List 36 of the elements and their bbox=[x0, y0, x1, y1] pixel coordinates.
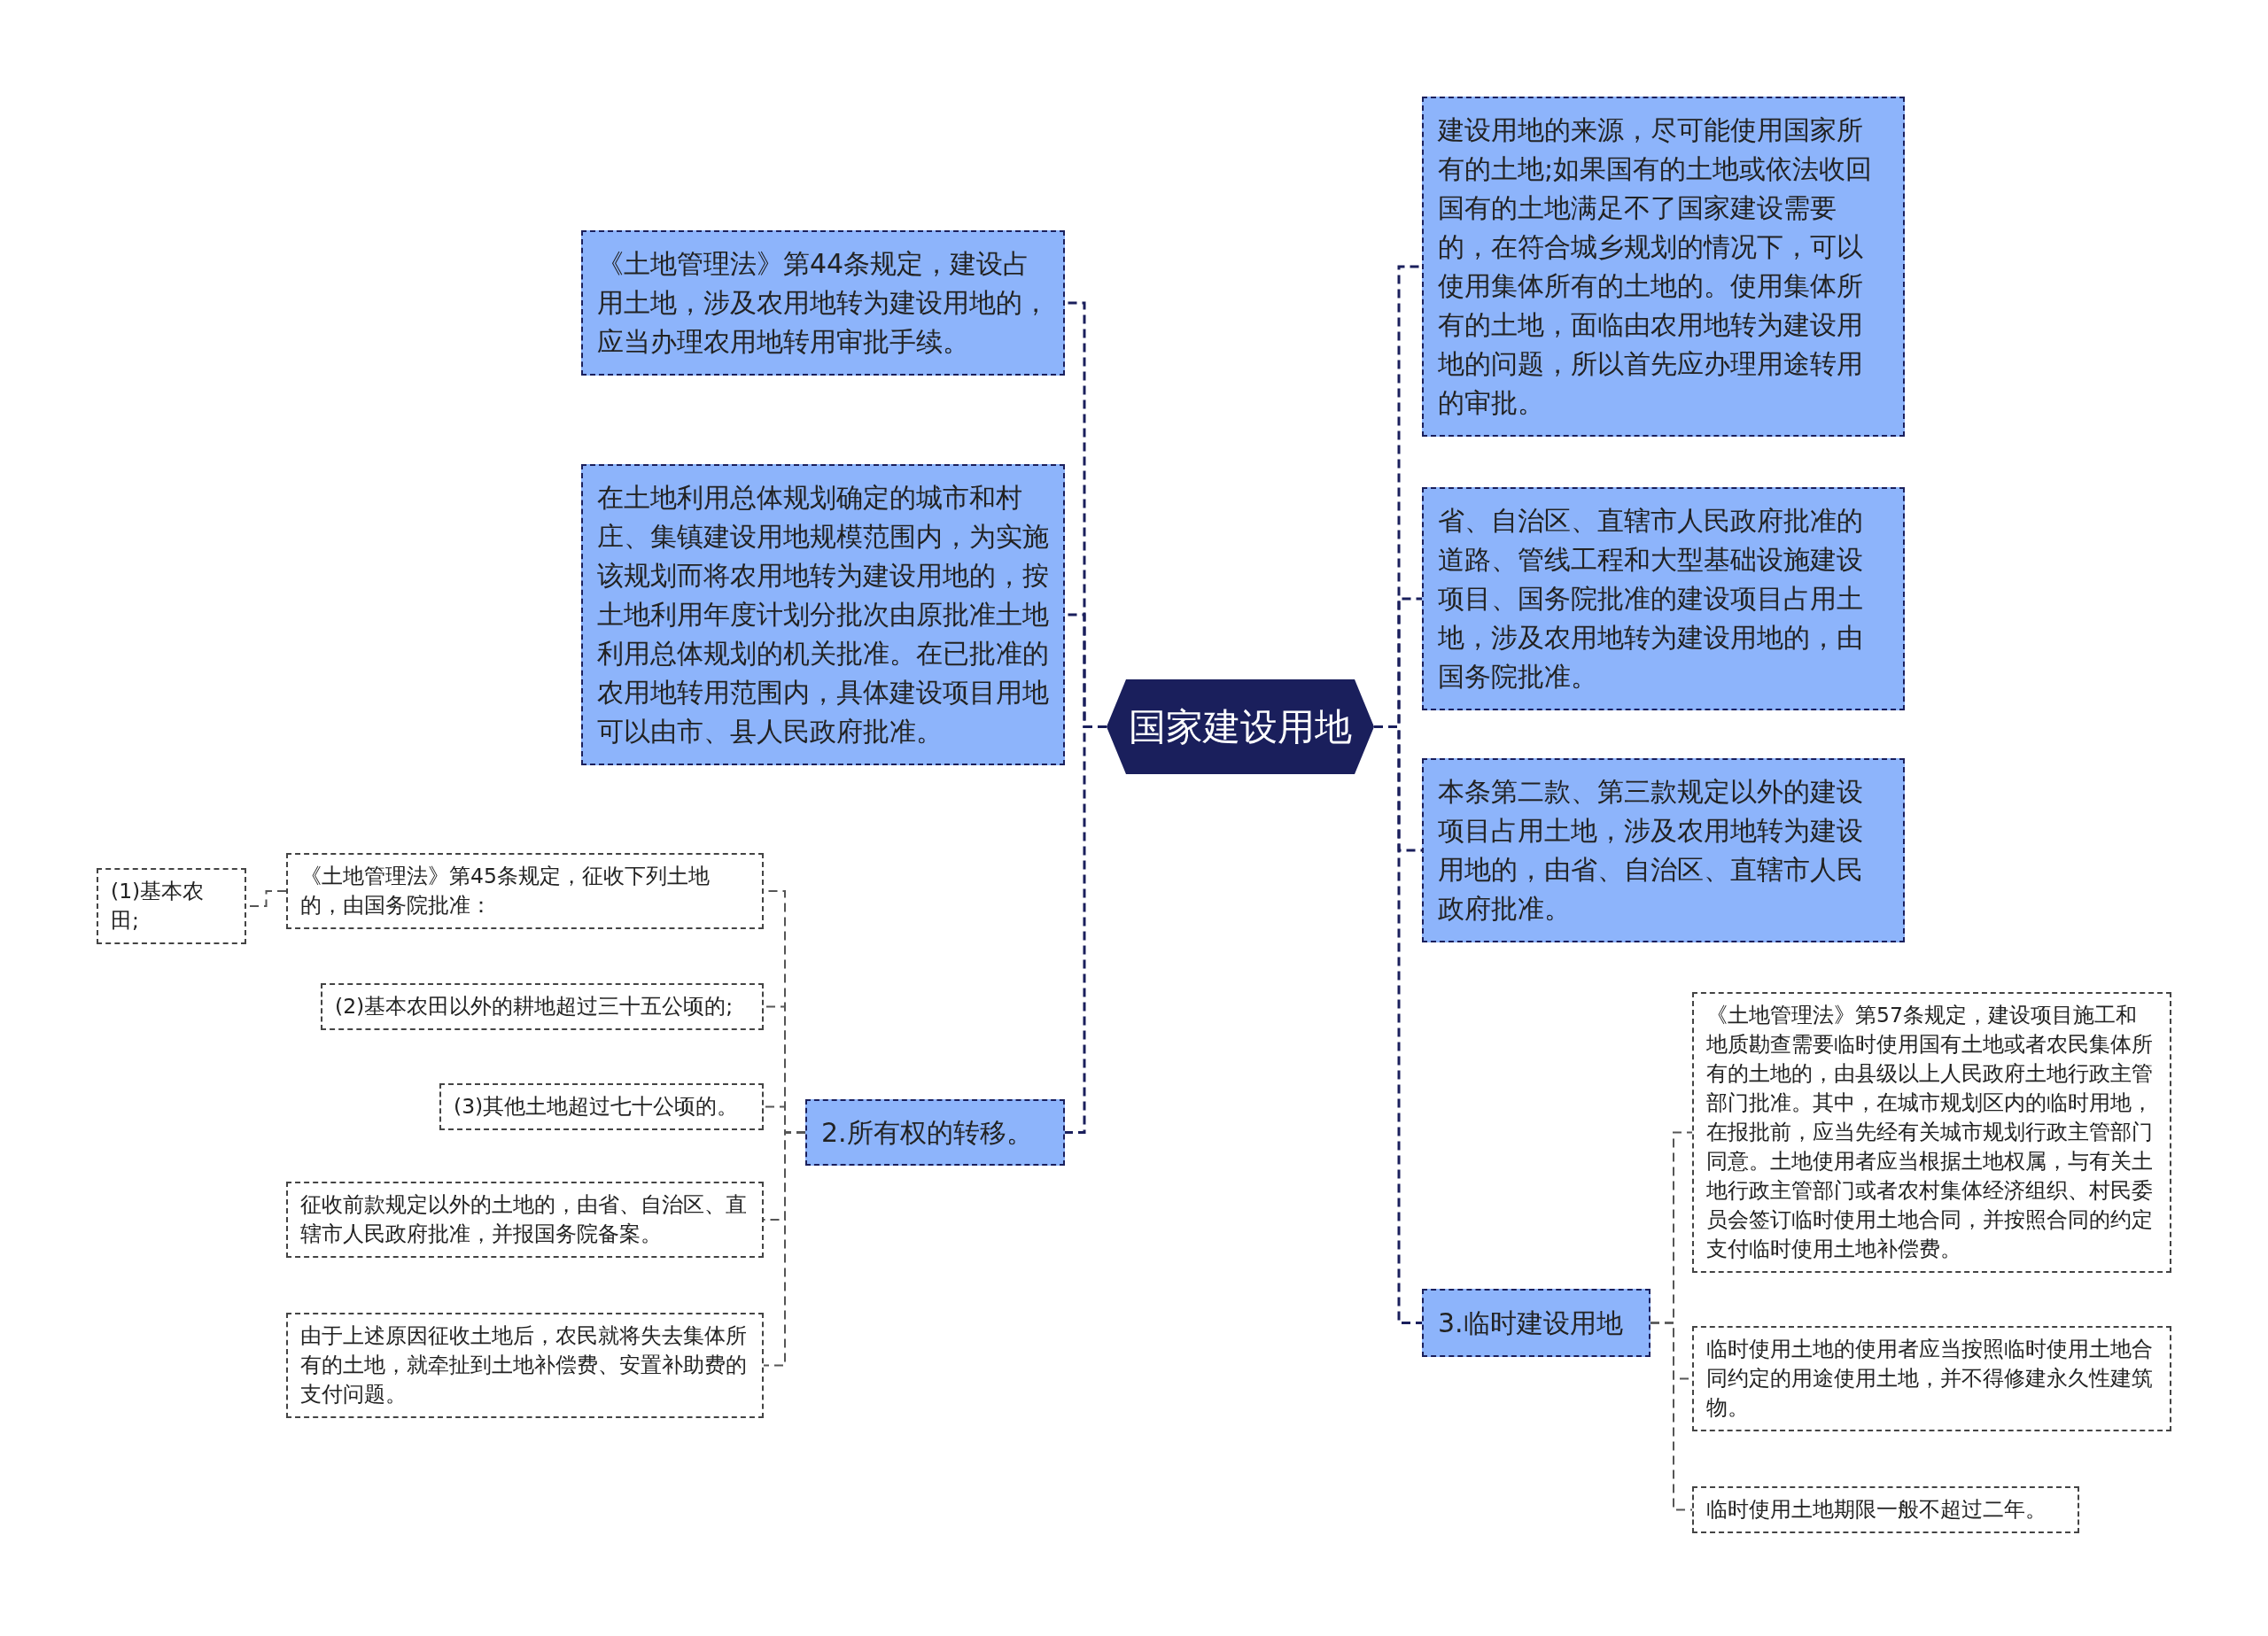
node-text: 省、自治区、直辖市人民政府批准的道路、管线工程和大型基础设施建设项目、国务院批准的建设项目占用土地，涉及农用地转为建设用地的，由国务院批准。 bbox=[1438, 504, 1864, 694]
topic-box bbox=[1422, 758, 1905, 942]
node-text: (2)基本农田以外的耕地超过三十五公顷的; bbox=[335, 993, 734, 1020]
connector-line bbox=[1065, 725, 1107, 1134]
note-box bbox=[321, 983, 764, 1030]
node-text: 在土地利用总体规划确定的城市和村庄、集镇建设用地规模范围内，为实施该规划而将农用地转为建设用地的，按土地利用年度计划分批次由原批准土地利用总体规划的机关批准。在已批准的农用地转用范围内，具体建设项目用地可以由市、县人民政府批准。 bbox=[597, 481, 1049, 748]
topic-box bbox=[581, 230, 1065, 376]
note-box bbox=[286, 1182, 764, 1258]
topic-box bbox=[1422, 487, 1905, 710]
topic-box bbox=[1422, 1289, 1651, 1357]
topic-box bbox=[1422, 97, 1905, 437]
node-text: (3)其他土地超过七十公顷的。 bbox=[454, 1093, 740, 1120]
node-text: 临时使用土地的使用者应当按照临时使用土地合同约定的用途使用土地，并不得修建永久性建筑物。 bbox=[1706, 1336, 2154, 1422]
node-text: 《土地管理法》第45条规定，征收下列土地的，由国务院批准： bbox=[300, 863, 711, 919]
topic-box bbox=[581, 464, 1065, 765]
topic-hexagon bbox=[1107, 679, 1374, 774]
note-box bbox=[286, 1313, 764, 1418]
node-text: 建设用地的来源，尽可能使用国家所有的土地;如果国有的土地或依法收回国有的土地满足不了国家建设需要的，在符合城乡规划的情况下，可以使用集体所有的土地的。使用集体所有的土地，面临由农用地转为建设用地的问题，所以首先应办理用途转用的审批。 bbox=[1438, 113, 1874, 420]
connector-line bbox=[1650, 1322, 1693, 1511]
note-box bbox=[439, 1083, 764, 1130]
connector-line bbox=[763, 1131, 806, 1367]
node-text: 2.所有权的转移。 bbox=[821, 1115, 1033, 1150]
node-text: (1)基本农田; bbox=[111, 878, 206, 934]
note-box bbox=[1692, 1486, 2079, 1533]
topic-box bbox=[805, 1099, 1065, 1166]
node-text: 临时使用土地期限一般不超过二年。 bbox=[1706, 1496, 2047, 1524]
note-box bbox=[286, 853, 764, 929]
node-text: 征收前款规定以外的土地的，由省、自治区、直辖市人民政府批准，并报国务院备案。 bbox=[300, 1191, 748, 1248]
node-text: 国家建设用地 bbox=[1129, 703, 1352, 750]
node-text: 3.临时建设用地 bbox=[1438, 1306, 1623, 1340]
node-text: 《土地管理法》第44条规定，建设占用土地，涉及农用地转为建设用地的，应当办理农用地转用审批手续。 bbox=[597, 247, 1049, 359]
note-box bbox=[97, 868, 246, 944]
node-text: 由于上述原因征收土地后，农民就将失去集体所有的土地，就牵扯到土地补偿费、安置补助费的支付问题。 bbox=[300, 1322, 748, 1408]
node-text: 《土地管理法》第57条规定，建设项目施工和地质勘查需要临时使用国有土地或者农民集体所有的土地的，由县级以上人民政府土地行政主管部门批准。其中，在城市规划区内的临时用地，在报批前，应当先经有关城市规划行政主管部门同意。土地使用者应当根据土地权属，与有关土地行政主管部门或者农村集体经济组织、村民委员会签订临时使用土地合同，并按照合同的约定支付临时使用土地补偿费。 bbox=[1706, 1002, 2154, 1263]
node-text: 本条第二款、第三款规定以外的建设项目占用土地，涉及农用地转为建设用地的，由省、自治区、直辖市人民政府批准。 bbox=[1438, 775, 1864, 926]
note-box bbox=[1692, 1326, 2171, 1431]
